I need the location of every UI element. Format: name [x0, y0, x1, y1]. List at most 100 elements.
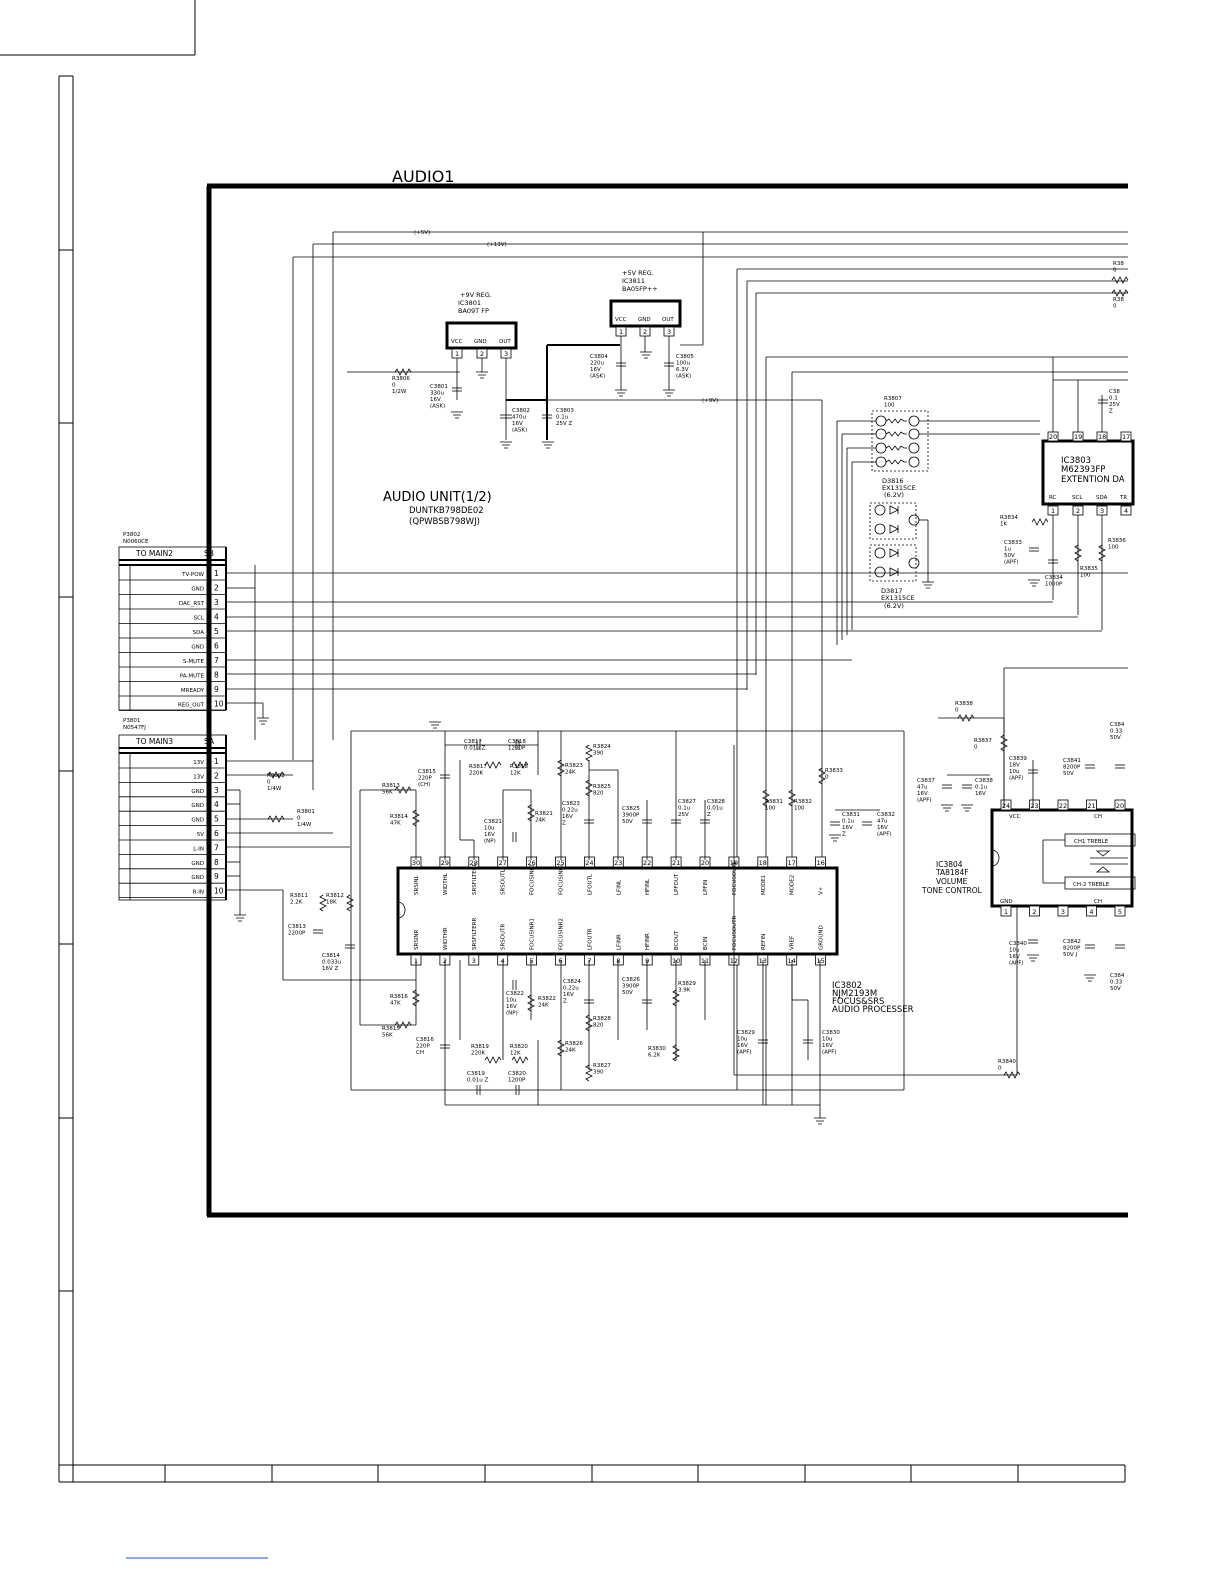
- component-value: 47u: [917, 785, 927, 791]
- p3801-pin-label: 13V: [193, 760, 204, 766]
- component-value: 47K: [390, 1001, 401, 1007]
- component-ref: C3833: [1004, 540, 1022, 546]
- component-ref: R3814: [390, 814, 408, 820]
- component-ref: C3817: [464, 739, 482, 745]
- component-value: 56K: [382, 790, 393, 796]
- ic3803-pin-sda: SDA: [1096, 495, 1108, 501]
- component-value: (APF): [877, 832, 892, 838]
- ic3802-bottom-pin-name: HFINR: [645, 933, 651, 950]
- component-value: 390: [593, 751, 604, 757]
- ic3802-top-pin-number: 28: [470, 859, 478, 867]
- ic3802-top-pin-name: V+: [819, 886, 825, 895]
- ic3804-bottom-pin-number: 5: [1118, 908, 1122, 916]
- component-value: 8200P: [1063, 946, 1081, 952]
- d3817-voltage: (6.2V): [884, 602, 904, 610]
- component-ref: C3801: [430, 384, 448, 390]
- ic3804-bottom-pin-box: [1086, 905, 1097, 917]
- component-ref: R38: [1113, 297, 1124, 303]
- component-ref: C3805: [676, 354, 694, 360]
- component-value: 2.2K: [290, 900, 303, 906]
- component-value: 16V: [737, 1043, 748, 1049]
- component-ref: C3829: [737, 1030, 755, 1036]
- component-value: 1200P: [508, 1078, 526, 1084]
- ic3802-top-pin-name: LPFIN: [703, 880, 709, 895]
- component-ref: C384: [1110, 973, 1125, 979]
- ic3802-bottom-pin-name: BCOUT: [674, 930, 680, 950]
- component-value: 0.01u Z: [467, 1078, 488, 1084]
- component-value: 0: [974, 745, 978, 751]
- p3801-ref: P3801: [123, 718, 140, 724]
- component-ref: C3814: [322, 953, 340, 959]
- component-ref: C3841: [1063, 758, 1081, 764]
- rail-label-5v: (+5V): [414, 230, 430, 236]
- component-ref: C3831: [842, 812, 860, 818]
- component-value: 1u: [1004, 547, 1011, 553]
- title-tab: [0, 0, 196, 56]
- ic3802-top-pin-box: [584, 856, 595, 868]
- ic3802-part: NJM2193M: [832, 989, 877, 999]
- ic3802-top-pin-name: FOCUSINL1: [530, 864, 536, 895]
- ic3803-pnum-3: 3: [1100, 507, 1104, 515]
- ic3802-ref: IC3802: [832, 981, 862, 991]
- ic3802-bottom-pin-number: 7: [587, 957, 591, 965]
- component-ref: C3816: [416, 1037, 434, 1043]
- component-value: 1/4W: [297, 822, 312, 828]
- ic3802-top-pin-number: 27: [499, 859, 507, 867]
- ic3802-bottom-pin-name: REFIN: [761, 934, 767, 950]
- component-ref: R3822: [538, 996, 556, 1002]
- component-value: 16V: [975, 791, 986, 797]
- component-ref: R3833: [825, 768, 843, 774]
- component-ref: C3825: [622, 806, 640, 812]
- diode-d3816: [869, 502, 920, 540]
- component-ref: R3837: [974, 738, 992, 744]
- ic3802-bottom-pin-name: FOCUSOUTR: [732, 915, 738, 950]
- component-value: 0: [825, 775, 829, 781]
- p3801-pin-label: 13V: [193, 774, 204, 780]
- component-ref: C3834: [1045, 575, 1063, 581]
- ic3802-top-pin-number: 25: [556, 859, 564, 867]
- component-value: 0.01u Z: [464, 746, 485, 752]
- ic3802-top-pin-name: SRSFILTERL: [472, 862, 478, 895]
- ic3804-bottom-pin-box: [1000, 905, 1012, 917]
- component-ref: R3811: [290, 893, 308, 899]
- component-ref: R3806: [392, 376, 410, 382]
- reg9-title: +9V REG.: [460, 291, 492, 299]
- component-value: 10u: [506, 998, 516, 1004]
- p3802-pin-label: PA-MUTE: [180, 674, 205, 680]
- p3801-pin-number: 4: [214, 800, 219, 809]
- component-value: 6.3V: [676, 367, 689, 373]
- reg5-pin2: 2: [643, 328, 647, 336]
- ic3802-top-pin-number: 29: [441, 859, 449, 867]
- ic3802-top-pin-number: 18: [759, 859, 767, 867]
- component-value: 47u: [877, 819, 887, 825]
- ic3802-top-pin-number: 21: [672, 859, 680, 867]
- ic3804-bottom-pin-box: [1114, 905, 1126, 917]
- ic3804-bottom-pin-number: 3: [1061, 908, 1065, 916]
- component-value: 100: [1080, 573, 1091, 579]
- component-ref: R3830: [648, 1046, 666, 1052]
- component-value: 50V: [1110, 735, 1121, 741]
- component-value: 56K: [382, 1033, 393, 1039]
- ic3803-part: M62393FP: [1061, 465, 1105, 475]
- ic3802-top-pin-number: 16: [816, 859, 824, 867]
- component-value: 3.9K: [678, 988, 691, 994]
- component-value: 16V: [917, 791, 928, 797]
- component-ref: R3836: [1108, 538, 1126, 544]
- component-ref: R3817: [469, 764, 487, 770]
- ic3802-top-pin-name: LFOUTL: [587, 873, 593, 895]
- regulator-9v: [445, 321, 620, 440]
- component-ref: R3807: [884, 396, 902, 402]
- component-ref: C3828: [707, 799, 725, 805]
- label-r38tr: R380: [1113, 261, 1124, 274]
